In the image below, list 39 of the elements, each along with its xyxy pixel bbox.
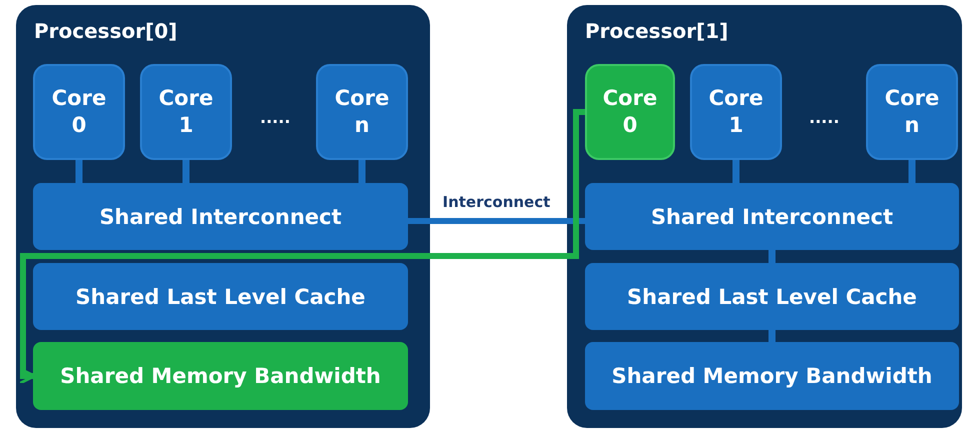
component-label: Core n <box>334 84 390 139</box>
connector-line <box>768 330 776 342</box>
core-box <box>140 64 232 160</box>
component-label: Shared Last Level Cache <box>627 284 917 308</box>
ellipsis-text: ..... <box>809 108 840 127</box>
component-label: Core n <box>884 84 940 139</box>
component-label: Shared Interconnect <box>650 204 894 228</box>
core-box <box>690 64 782 160</box>
connector-line <box>358 160 366 183</box>
core-box <box>33 64 125 160</box>
ellipsis-text: ..... <box>260 108 290 127</box>
connector-line <box>182 160 190 183</box>
core-box <box>866 64 958 160</box>
processor-panel <box>16 5 430 428</box>
connector-line <box>732 160 740 183</box>
processor-title: Processor[0] <box>34 19 178 43</box>
core-box <box>585 64 675 160</box>
processor-panel <box>567 5 962 428</box>
data-path-arrow <box>18 109 585 385</box>
component-label: Core 1 <box>158 84 214 139</box>
component-bar <box>33 183 408 250</box>
component-label: Shared Interconnect <box>99 204 342 228</box>
processor-title: Processor[1] <box>585 19 728 43</box>
component-bar <box>33 342 408 410</box>
component-label: Core 0 <box>50 84 108 139</box>
core-box <box>316 64 408 160</box>
component-label: Core 1 <box>708 84 764 139</box>
component-label: Core 0 <box>602 84 658 139</box>
component-label: Shared Last Level Cache <box>76 284 366 308</box>
component-bar <box>585 342 959 410</box>
connector-line <box>76 160 82 183</box>
component-label: Shared Memory Bandwidth <box>612 364 932 388</box>
connector-line <box>908 160 916 183</box>
connector-line <box>408 218 585 224</box>
component-bar <box>585 183 959 250</box>
connector-line <box>768 250 776 263</box>
component-bar <box>585 263 959 330</box>
component-bar <box>33 263 408 330</box>
component-label: Shared Memory Bandwidth <box>60 364 381 388</box>
